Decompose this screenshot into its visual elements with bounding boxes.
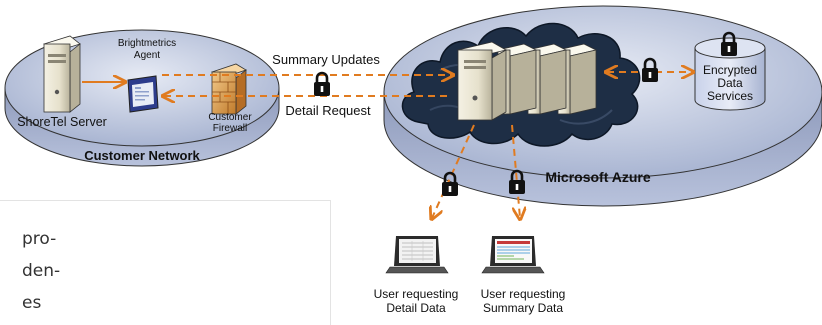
firewall-label-line1: Customer [208,112,252,123]
agent-label-line1: Brightmetrics [118,38,176,49]
user-detail-label-line1: User requesting [374,287,459,301]
server-icon [456,41,508,121]
encrypted-label-line1: Encrypted [703,63,757,77]
shoretel-server-label: ShoreTel Server [17,115,107,129]
lock-icon [312,71,332,98]
detail-user-arrow [432,124,475,218]
connections [82,72,692,218]
laptop-icon [481,236,545,274]
user-summary-label-line2: Summary Data [483,301,563,315]
firewall-label-line2: Firewall [213,123,247,134]
firewall-icon [211,63,247,115]
customer-network-label: Customer Network [84,148,200,163]
user-summary-label-line1: User requesting [481,287,566,301]
encrypted-label-line2: Data [717,76,743,90]
laptop-icon [385,236,449,274]
summary-updates-label: Summary Updates [272,52,380,67]
cutoff-text-line: es [22,293,42,313]
overlapping-text-card: pro- den- es [0,200,331,325]
agent-label-line2: Agent [134,50,160,61]
agent-window-icon [127,75,159,113]
database-icon [694,37,766,111]
microsoft-azure-label: Microsoft Azure [545,169,650,185]
server-icon [43,35,81,113]
cutoff-text-line: pro- [22,229,57,249]
detail-request-label: Detail Request [285,103,371,118]
azure-servers [456,41,598,121]
summary-user-arrow [511,124,520,218]
cutoff-text-line: den- [22,261,61,281]
encrypted-label-line3: Services [707,89,753,103]
user-detail-label-line2: Detail Data [386,301,446,315]
